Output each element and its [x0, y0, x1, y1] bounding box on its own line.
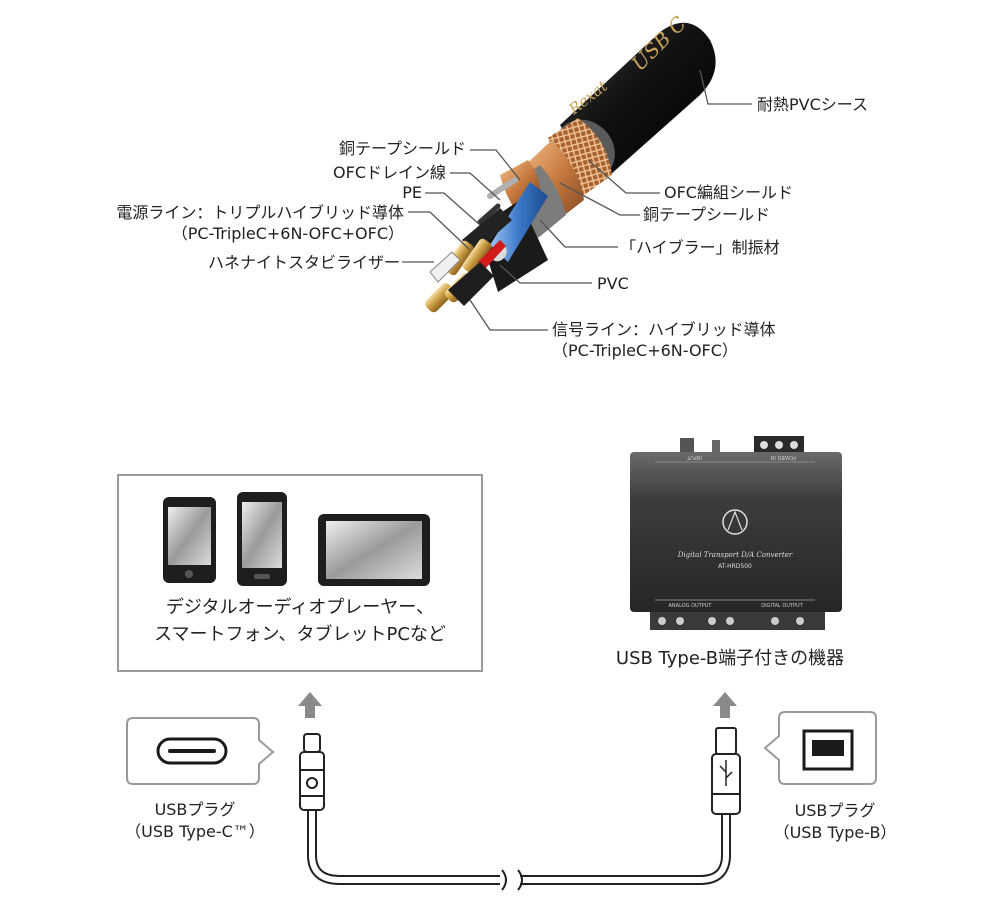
stabilizer [429, 251, 461, 283]
usb-logo-icon [719, 760, 733, 786]
plug-left-label-1: USBプラグ [154, 800, 236, 819]
devices-caption-2: スマートフォン、タブレットPCなど [154, 624, 446, 645]
converter-panel-title: Digital Transport D/A Converter [677, 551, 793, 559]
converter-top-label-power: POWER IN [770, 454, 796, 460]
label-power-line-2: （PC-TripleC+6N-OFC+OFC） [171, 224, 404, 243]
label-pvc: PVC [597, 274, 629, 293]
usb-c-plug [299, 733, 325, 811]
usb-b-port-bubble [763, 711, 877, 785]
converter-top-label-input: INPUT [686, 454, 702, 460]
label-drain: OFCドレイン線 [333, 163, 446, 182]
label-signal-line-2: （PC-TripleC+6N-OFC） [552, 341, 738, 360]
label-jacket: 耐熱PVCシース [757, 95, 868, 114]
usb-c-port-bubble [126, 717, 275, 785]
converter-caption: USB Type-B端子付きの機器 [615, 648, 845, 669]
label-pe: PE [402, 183, 422, 202]
braid-shield [548, 118, 612, 198]
label-copper-tape-inner: 銅テープシールド [338, 139, 466, 158]
label-stabilizer: ハネナイトスタビライザー [207, 253, 400, 272]
red-line [478, 240, 506, 270]
converter-bottom-label-analog: ANALOG OUTPUT [669, 603, 713, 609]
leader-lines [402, 69, 752, 331]
signal-conductors [425, 262, 494, 313]
plug-left-label-2: （USB Type-C™） [125, 822, 265, 841]
label-signal-line-1: 信号ライン：ハイブリッド導体 [552, 320, 776, 339]
label-damper: 「ハイブラー」制振材 [620, 238, 780, 257]
drain-wire [477, 177, 518, 225]
devices-caption-1: デジタルオーディオプレーヤー、 [165, 597, 435, 618]
label-power-line-1: 電源ライン：トリプルハイブリッド導体 [116, 203, 404, 222]
plug-right-label-1: USBプラグ [794, 801, 876, 820]
label-copper-tape-outer: 銅テープシールド [643, 205, 771, 224]
da-converter [630, 436, 842, 630]
smartphone-icon [237, 492, 287, 586]
arrow-up-icon [298, 692, 322, 718]
plug-right-label-2: （USB Type-B） [773, 823, 897, 842]
smartphone-icon [163, 497, 216, 583]
arrow-up-icon [713, 692, 737, 718]
tablet-icon [318, 514, 430, 586]
usb-cable [307, 810, 731, 885]
converter-bottom-label-digital: DIGITAL OUTPUT [761, 603, 803, 609]
cable-break-mark [501, 869, 523, 891]
label-braid: OFC編組シールド [664, 183, 793, 202]
converter-model: AT-HRD500 [718, 563, 752, 570]
